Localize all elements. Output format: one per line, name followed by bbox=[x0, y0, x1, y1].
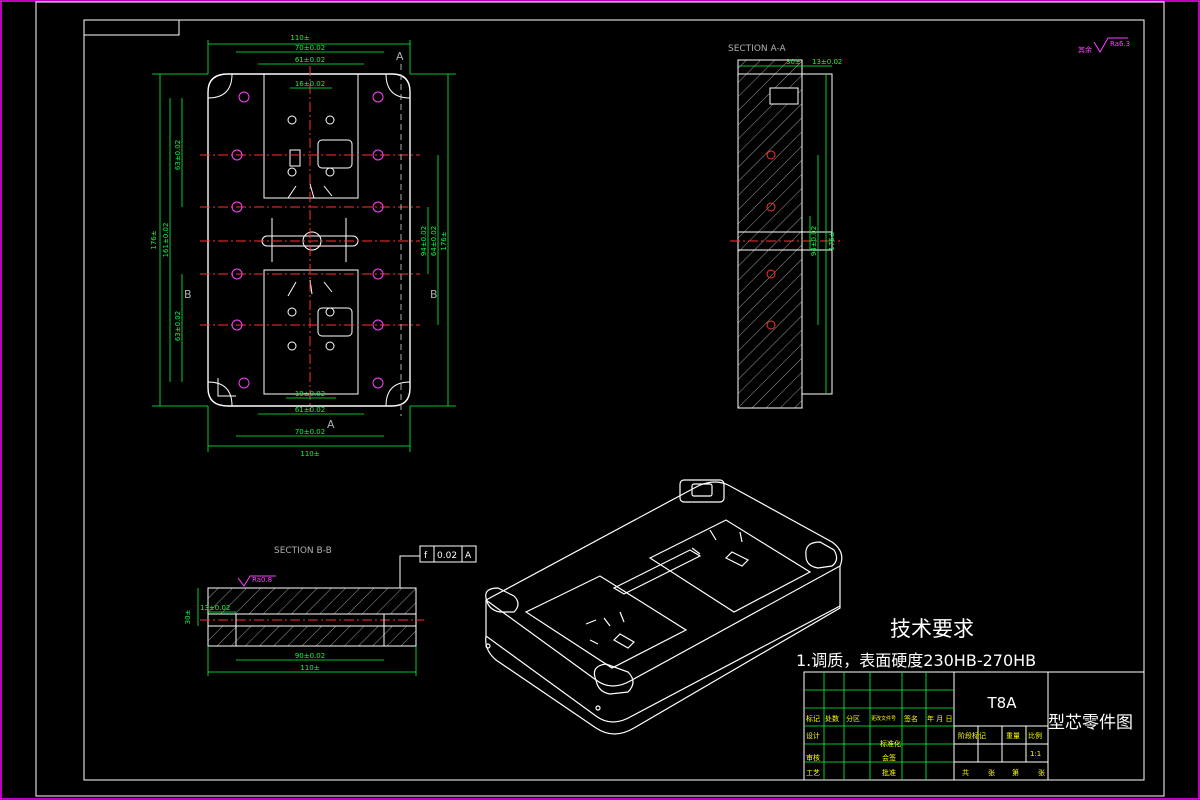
cut-mark-b-right: B bbox=[430, 288, 438, 301]
dim-plan-left-161: 161±0.02 bbox=[162, 223, 170, 258]
section-aa-label: SECTION A-A bbox=[728, 44, 787, 54]
dim-aa-176: 176± bbox=[828, 231, 836, 250]
tb-r1-c3: 分区 bbox=[846, 714, 860, 723]
tb-r1-c4: 更改文件号 bbox=[871, 715, 896, 722]
dim-plan-bottom-70: 70±0.02 bbox=[295, 428, 325, 436]
tb-r2-c4: 标准化 bbox=[880, 739, 901, 748]
dim-plan-right-64: 64±0.02 bbox=[430, 226, 438, 256]
dim-plan-left-63a: 63±0.02 bbox=[174, 140, 182, 170]
dim-aa-94: 94±0.02 bbox=[810, 226, 818, 256]
title-block: T8A 型芯零件图 标记 处数 分区 更改文件号 签名 年 月 日 设计 标准化… bbox=[803, 671, 1145, 781]
surface-finish-note: 其余 Ra6.3 bbox=[1078, 37, 1130, 54]
dim-plan-61: 61±0.02 bbox=[295, 56, 325, 64]
tech-req-title: 技术要求 bbox=[890, 617, 974, 641]
dim-plan-left-63b: 63±0.02 bbox=[174, 311, 182, 341]
dim-plan-left-176: 176± bbox=[150, 230, 158, 249]
dim-bb-90: 90±0.02 bbox=[295, 652, 325, 660]
tb-r3-c4: 会签 bbox=[882, 753, 896, 762]
tb-r4-c4: 批准 bbox=[882, 768, 896, 777]
flatness-value: 0.02 bbox=[437, 551, 457, 561]
dim-plan-right-176: 176± bbox=[440, 231, 448, 250]
tb-r1-c1: 标记 bbox=[806, 714, 820, 723]
tb-r1-c5: 签名 bbox=[904, 714, 918, 723]
tb-sheets-3: 第 bbox=[1012, 768, 1019, 777]
dim-plan-bottom-19: 19±0.02 bbox=[295, 390, 325, 398]
plan-view bbox=[152, 40, 456, 452]
dim-bb-30: 30± bbox=[184, 609, 192, 624]
tb-sheets-1: 共 bbox=[962, 768, 969, 777]
surface-finish-value: Ra6.3 bbox=[1110, 40, 1130, 48]
tech-requirements: 技术要求 1.调质，表面硬度230HB-270HB bbox=[796, 617, 1036, 670]
tb-r4-c1: 工艺 bbox=[806, 769, 820, 777]
flatness-symbol: f bbox=[424, 551, 428, 561]
tb-r1-c6: 年 月 日 bbox=[927, 714, 952, 723]
dim-plan-16: 16±0.02 bbox=[295, 80, 325, 88]
cut-mark-a-top: A bbox=[396, 50, 404, 63]
tb-r2-c1: 设计 bbox=[806, 731, 820, 740]
tb-r1-c2: 处数 bbox=[825, 714, 839, 723]
dim-plan-right-94: 94±0.02 bbox=[420, 226, 428, 256]
section-aa-view: SECTION A-A 13±0.02 30± 94±0.02 176± bbox=[728, 44, 842, 409]
dim-plan-bottom-61: 61±0.02 bbox=[295, 406, 325, 414]
cut-mark-a-bottom: A bbox=[327, 418, 335, 431]
tb-scale-value: 1:1 bbox=[1030, 750, 1041, 758]
dim-plan-top-width: 110± bbox=[290, 34, 309, 42]
tech-req-line1: 1.调质，表面硬度230HB-270HB bbox=[796, 651, 1036, 670]
section-bb-view: SECTION B-B 30± 13±0.02 90±0.02 110± Ra0… bbox=[184, 545, 477, 676]
dim-plan-bottom-110: 110± bbox=[300, 450, 319, 458]
tb-weight-header: 重量 bbox=[1006, 732, 1020, 740]
flatness-datum: A bbox=[465, 551, 472, 561]
dim-aa-30: 30± bbox=[786, 58, 801, 66]
tb-material: T8A bbox=[987, 694, 1018, 712]
tb-r3-c1: 审核 bbox=[806, 753, 820, 762]
surface-finish-label: 其余 bbox=[1078, 45, 1092, 54]
cut-mark-b-left: B bbox=[184, 288, 192, 301]
plan-dimension-labels: 110± 70±0.02 61±0.02 16±0.02 19±0.02 61±… bbox=[150, 34, 448, 458]
tb-sheets-2: 张 bbox=[988, 768, 995, 777]
dim-aa-top: 13±0.02 bbox=[812, 58, 842, 66]
tb-scale-header: 比例 bbox=[1028, 731, 1042, 740]
tb-part-name: 型芯零件图 bbox=[1048, 713, 1133, 733]
dim-plan-70: 70±0.02 bbox=[295, 44, 325, 52]
section-bb-label: SECTION B-B bbox=[274, 546, 332, 556]
tb-sheets-4: 张 bbox=[1038, 768, 1045, 777]
isometric-view bbox=[485, 479, 843, 735]
dim-bb-13: 13±0.02 bbox=[200, 604, 230, 612]
tb-stage-header: 阶段标记 bbox=[958, 731, 986, 740]
dim-bb-110: 110± bbox=[300, 664, 319, 672]
bb-roughness: Ra0.8 bbox=[252, 576, 272, 584]
